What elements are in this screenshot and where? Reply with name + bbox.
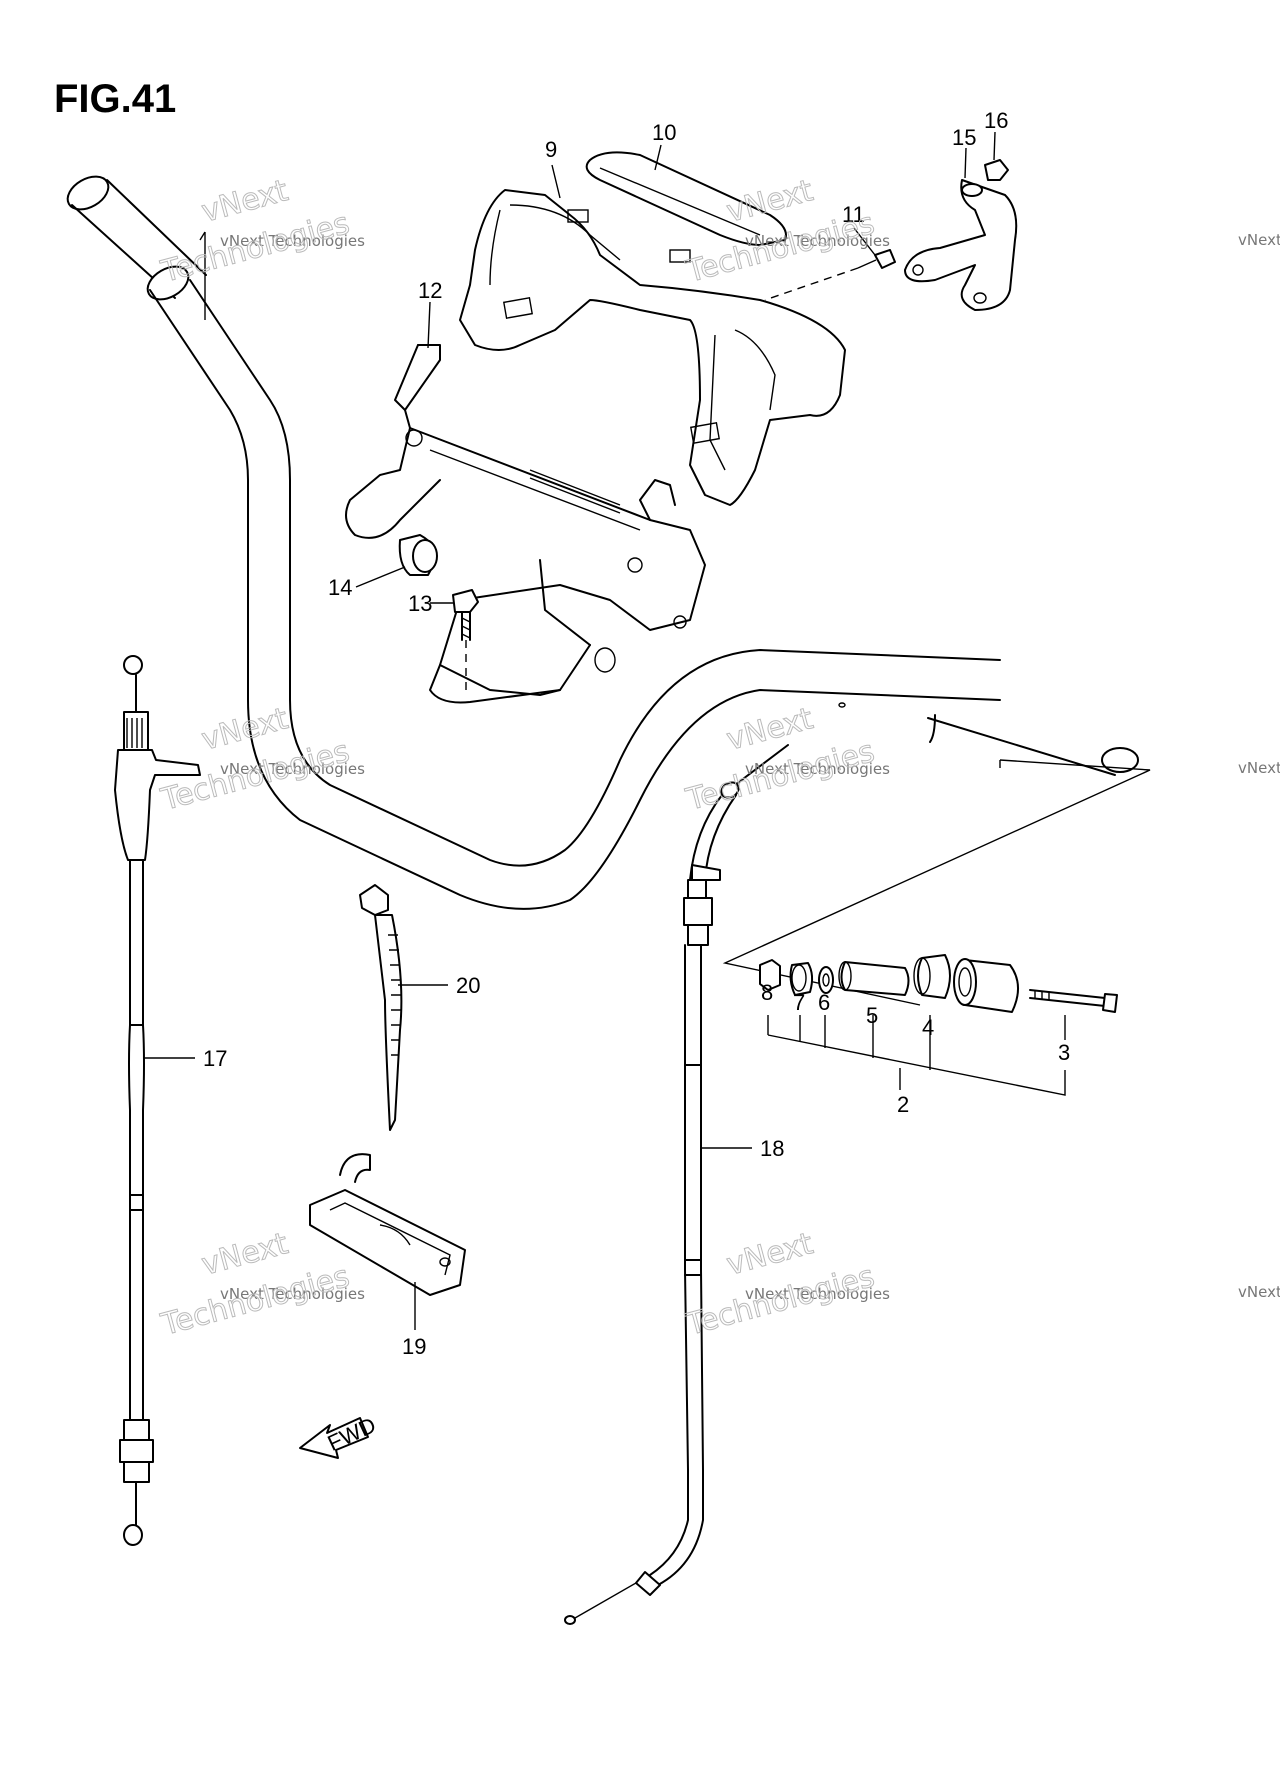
callout-17: 17 [203,1046,227,1071]
figure-title: FIG.41 [54,77,176,121]
callout-14: 14 [328,575,352,600]
watermark-edge-1: vNext Technologies [1238,231,1280,249]
cable-tie [359,884,403,1131]
callout-8: 8 [761,980,773,1005]
callout-2: 2 [897,1092,909,1117]
svg-text:vNext Technologies: vNext Technologies [1238,1283,1280,1301]
callout-11: 11 [842,202,865,227]
svg-text:vNext Technologies: vNext Technologies [1238,759,1280,777]
callout-6: 6 [818,990,830,1015]
watermark-6: vNext vNext Technologies Technologies [682,1226,891,1344]
handlebar-cover [459,151,846,506]
bracket [345,344,706,704]
svg-text:vNext: vNext [198,701,292,758]
leader-lines [143,131,1066,1330]
svg-text:vNext: vNext [198,1226,292,1283]
mount-bracket [904,159,1018,311]
cable-left [114,655,201,1546]
callout-19: 19 [402,1334,426,1359]
svg-text:vNext Technologies: vNext Technologies [745,232,890,250]
callout-10: 10 [652,120,676,145]
svg-text:vNext Technologies: vNext Technologies [220,760,365,778]
svg-text:vNext Technologies: vNext Technologies [1238,231,1280,249]
svg-text:vNext Technologies: vNext Technologies [745,760,890,778]
cable-clamp [309,1153,466,1296]
watermark-edge-3: vNext Technologies [1238,1283,1280,1301]
callout-4: 4 [922,1015,934,1040]
svg-text:vNext: vNext [723,1226,817,1283]
callout-labels: 2 3 4 5 6 7 8 9 10 11 12 13 14 15 16 17 … [203,108,1070,1359]
cable-right [564,744,789,1625]
watermark-5: vNext vNext Technologies Technologies [157,1226,366,1344]
watermark-1: vNext vNext Technologies Technologies [157,173,366,291]
callout-9: 9 [545,137,557,162]
callout-12: 12 [418,278,442,303]
bolt [452,589,479,690]
callout-16: 16 [984,108,1008,133]
callout-5: 5 [866,1003,878,1028]
callout-7: 7 [793,990,805,1015]
collar [398,534,438,576]
handlebar [66,175,1139,910]
watermark-edge-2: vNext Technologies [1238,759,1280,777]
callout-3: 3 [1058,1040,1070,1065]
screw [764,249,896,301]
svg-text:vNext Technologies: vNext Technologies [220,1285,365,1303]
callout-13: 13 [408,591,432,616]
svg-text:vNext: vNext [723,701,817,758]
watermark-3: vNext vNext Technologies Technologies [157,701,366,819]
callout-20: 20 [456,973,480,998]
forward-label: FWD [324,1412,380,1456]
bar-end-assembly [722,759,1151,1013]
callout-18: 18 [760,1136,784,1161]
svg-text:vNext Technologies: vNext Technologies [220,232,365,250]
callout-15: 15 [952,125,976,150]
svg-text:vNext Technologies: vNext Technologies [745,1285,890,1303]
watermark-4: vNext vNext Technologies Technologies [682,701,891,819]
svg-text:vNext: vNext [198,173,292,230]
forward-arrow: FWD [299,1412,380,1459]
